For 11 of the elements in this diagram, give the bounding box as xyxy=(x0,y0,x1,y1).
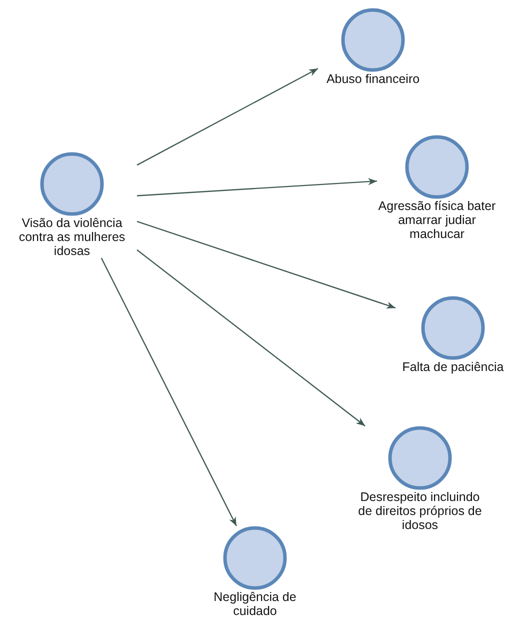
node-label: Falta de paciência xyxy=(402,360,504,374)
node-label: Desrespeito incluindo de direitos próprios de idosos xyxy=(357,490,483,532)
arrow xyxy=(136,249,366,426)
arrow xyxy=(100,258,237,526)
node-label: Visão da violência contra as mulheres idosas xyxy=(18,216,126,258)
node-label: Abuso financeiro xyxy=(326,72,420,86)
arrow xyxy=(136,220,396,309)
arrow xyxy=(136,178,378,196)
node-label: Negligência de cuidado xyxy=(212,590,298,618)
node-label: Agressão física bater amarrar judiar machucar xyxy=(377,199,497,241)
arrow xyxy=(136,68,318,166)
